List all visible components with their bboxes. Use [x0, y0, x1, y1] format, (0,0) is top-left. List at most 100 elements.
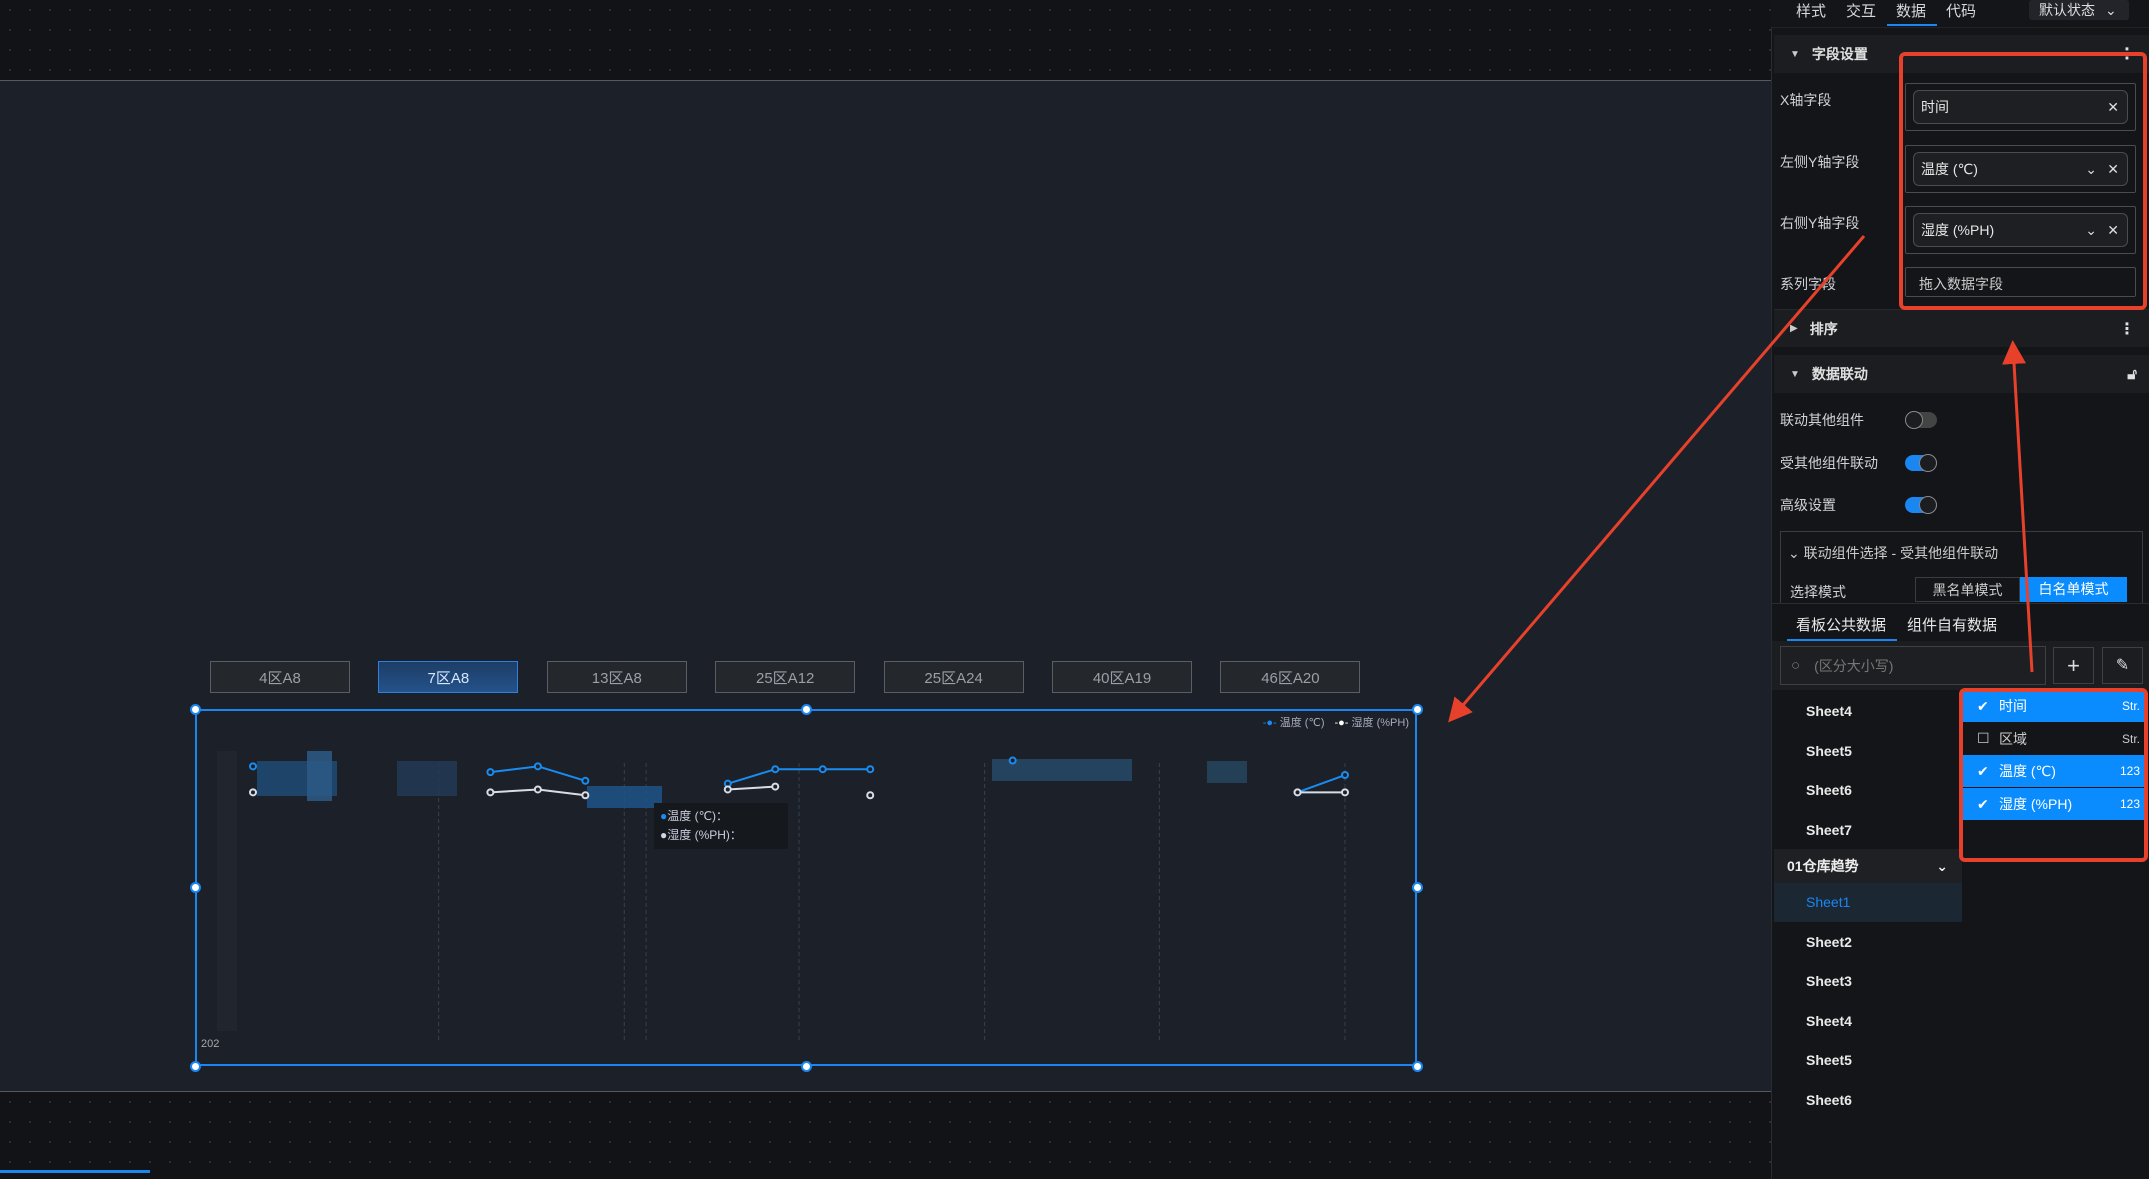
resize-handle[interactable] [190, 1061, 201, 1072]
right-y-field-dropzone[interactable]: 湿度 (%PH) ⌄ ✕ [1905, 206, 2136, 254]
tab-style[interactable]: 样式 [1796, 3, 1827, 20]
check-icon[interactable]: ✔ [1977, 762, 1989, 779]
resize-handle[interactable] [801, 704, 812, 715]
sheet-item[interactable]: Sheet4 [1806, 703, 1852, 719]
area-tab[interactable]: 7区A8 [378, 661, 519, 693]
sheet-item[interactable]: Sheet3 [1806, 973, 1852, 990]
active-tab-underline [1887, 24, 1937, 26]
sheet-item[interactable]: Sheet6 [1806, 782, 1852, 798]
series-line-segment [490, 765, 538, 774]
tab-data[interactable]: 数据 [1896, 3, 1927, 20]
sheet-item[interactable]: Sheet7 [1806, 821, 1852, 838]
tab-component-data[interactable]: 组件自有数据 [1907, 617, 1998, 634]
series-line-segment [537, 788, 586, 797]
x-field-chip[interactable]: 时间 ✕ [1913, 90, 2128, 124]
data-point[interactable] [1293, 788, 1302, 797]
field-type: Str. [2121, 731, 2140, 746]
data-point[interactable] [533, 785, 542, 794]
pixelated-mask [217, 751, 237, 1031]
resize-handle[interactable] [190, 704, 201, 715]
selected-chart-component[interactable]: -●- 温度 (℃) -●- 湿度 (%PH) ●温度 (℃)： ●湿度 (%P… [195, 709, 1417, 1066]
data-point[interactable] [866, 765, 875, 774]
data-point[interactable] [486, 788, 495, 797]
toggle-link-others[interactable] [1905, 411, 1937, 429]
edit-button[interactable]: ✎ [2102, 647, 2143, 684]
chevron-down-icon[interactable]: ⌄ [2085, 160, 2097, 177]
left-y-field-chip[interactable]: 温度 (℃) ⌄ ✕ [1913, 152, 2128, 186]
data-point[interactable] [866, 791, 875, 800]
area-tab[interactable]: 40区A19 [1052, 661, 1192, 693]
area-tab[interactable]: 13区A8 [546, 661, 687, 693]
legend-hum[interactable]: -●- 湿度 (%PH) [1335, 714, 1410, 730]
section-data-linkage[interactable]: ▼数据联动🔓︎ [1774, 355, 2149, 393]
data-point[interactable] [1008, 756, 1017, 765]
area-tab[interactable]: 46区A20 [1220, 661, 1361, 693]
toggle-linked-by-others[interactable] [1905, 454, 1937, 472]
data-point[interactable] [771, 782, 780, 791]
close-icon[interactable]: ✕ [2107, 221, 2119, 238]
series-field-dropzone[interactable]: 拖入数据字段 [1905, 267, 2136, 297]
state-select[interactable]: 默认状态⌄ [2029, 0, 2129, 20]
tab-public-data[interactable]: 看板公共数据 [1796, 617, 1887, 634]
resize-handle[interactable] [190, 882, 201, 893]
close-icon[interactable]: ✕ [2107, 160, 2119, 177]
mode-blacklist-button[interactable]: 黑名单模式 [1915, 577, 2020, 602]
x-field-dropzone[interactable]: 时间 ✕ [1905, 83, 2136, 131]
toggle-label-linked-by-others: 受其他组件联动 [1780, 455, 1878, 471]
chevron-down-icon[interactable]: ⌄ [2085, 221, 2097, 238]
right-y-field-value: 湿度 (%PH) [1921, 222, 1995, 238]
data-point[interactable] [1341, 788, 1349, 797]
sheet-item[interactable]: Sheet6 [1806, 1092, 1852, 1108]
tab-interaction[interactable]: 交互 [1846, 3, 1877, 20]
linkage-box-title[interactable]: ⌄ 联动组件选择 - 受其他组件联动 [1788, 545, 1999, 561]
scroll-indicator[interactable] [0, 1170, 150, 1173]
left-y-field-dropzone[interactable]: 温度 (℃) ⌄ ✕ [1905, 145, 2136, 193]
add-button[interactable]: + [2053, 647, 2094, 684]
area-tab[interactable]: 25区A24 [883, 661, 1024, 693]
lock-icon[interactable]: 🔓︎ [2127, 365, 2137, 383]
more-icon[interactable]: ⋮ [2119, 320, 2135, 338]
section-sort[interactable]: ▶排序⋮ [1774, 309, 2149, 347]
mode-whitelist-button[interactable]: 白名单模式 [2020, 577, 2127, 602]
field-search-input[interactable]: ○(区分大小写) [1780, 646, 2046, 685]
data-point[interactable] [581, 791, 590, 800]
x-field-value: 时间 [1921, 99, 1949, 115]
sheet-item[interactable]: Sheet5 [1806, 1052, 1852, 1069]
data-point[interactable] [1341, 771, 1349, 780]
sheet-item[interactable]: Sheet5 [1806, 742, 1852, 759]
check-icon[interactable]: ✔ [1977, 795, 1989, 812]
data-point[interactable] [723, 785, 732, 794]
data-point[interactable] [249, 788, 257, 797]
dataset-group-header[interactable]: 01仓库趋势⌄ [1774, 849, 1962, 883]
area-tab[interactable]: 25区A12 [715, 661, 856, 693]
resize-handle[interactable] [801, 1061, 812, 1072]
field-option[interactable]: ✔温度 (℃)123 [1963, 755, 2146, 788]
sheet-item[interactable]: Sheet4 [1806, 1012, 1852, 1029]
tab-code[interactable]: 代码 [1946, 3, 1977, 20]
resize-handle[interactable] [1412, 1061, 1423, 1072]
field-option[interactable]: ✔湿度 (%PH)123 [1963, 788, 2146, 821]
data-point[interactable] [771, 765, 780, 774]
sheet-item[interactable]: Sheet2 [1806, 933, 1852, 950]
data-point[interactable] [818, 765, 827, 774]
left-y-field-value: 温度 (℃) [1921, 161, 1978, 177]
series-line-segment [490, 788, 538, 794]
sheet-item[interactable]: Sheet1 [1806, 894, 1851, 910]
data-point[interactable] [249, 762, 257, 771]
right-y-field-chip[interactable]: 湿度 (%PH) ⌄ ✕ [1913, 213, 2128, 247]
checkbox-icon[interactable]: ☐ [1977, 730, 1990, 747]
data-point[interactable] [486, 768, 495, 777]
legend-temp[interactable]: -●- 温度 (℃) [1263, 714, 1325, 730]
toggle-advanced[interactable] [1905, 496, 1937, 514]
edit-icon: ✎ [2115, 657, 2130, 674]
area-tab[interactable]: 4区A8 [210, 661, 350, 693]
check-icon[interactable]: ✔ [1977, 697, 1989, 714]
data-point[interactable] [533, 762, 542, 771]
resize-handle[interactable] [1412, 704, 1423, 715]
chevron-down-icon: ⌄ [2105, 1, 2117, 18]
close-icon[interactable]: ✕ [2107, 98, 2119, 115]
data-point[interactable] [581, 776, 590, 785]
resize-handle[interactable] [1412, 882, 1423, 893]
